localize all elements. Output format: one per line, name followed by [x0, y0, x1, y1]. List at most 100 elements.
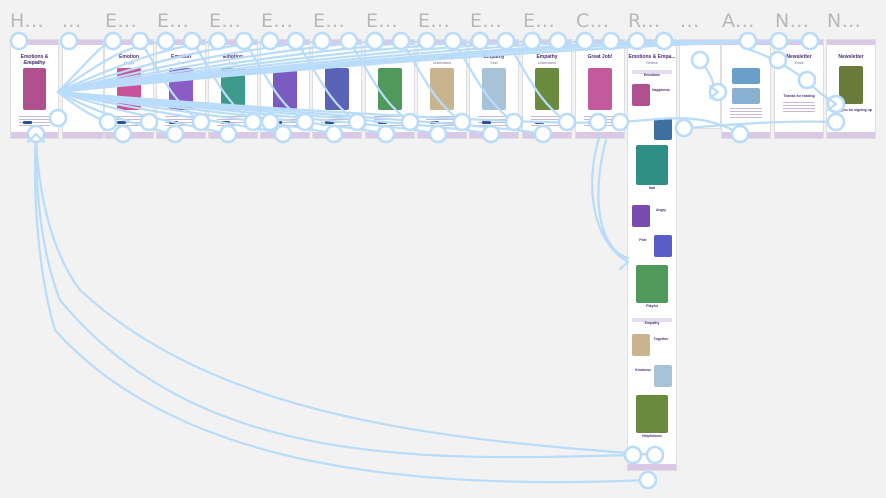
- connection-node[interactable]: [443, 31, 463, 51]
- connection-node[interactable]: [365, 31, 385, 51]
- frame-header-bar: [313, 40, 361, 45]
- connection-node[interactable]: [48, 108, 68, 128]
- connection-node[interactable]: [730, 124, 750, 144]
- connection-node[interactable]: [738, 31, 758, 51]
- connection-node[interactable]: [260, 31, 280, 51]
- frame-newsletter-subtitle: Email: [794, 61, 804, 65]
- connection-node[interactable]: [417, 31, 437, 51]
- connection-node[interactable]: [103, 31, 123, 51]
- connection-node[interactable]: [347, 112, 367, 132]
- frame-title-5[interactable]: E...: [209, 10, 242, 32]
- prototype-wire: [399, 39, 464, 124]
- connection-node[interactable]: [208, 31, 228, 51]
- connection-node[interactable]: [234, 31, 254, 51]
- connection-node[interactable]: [400, 112, 420, 132]
- frame-title-home[interactable]: H...: [10, 10, 45, 32]
- frame-newsletter-2[interactable]: Newsletter Thank you for signing up: [827, 40, 875, 138]
- next-button[interactable]: [325, 121, 334, 124]
- connection-node[interactable]: [156, 31, 176, 51]
- connection-node[interactable]: [481, 124, 501, 144]
- connection-node[interactable]: [623, 445, 643, 465]
- connection-node[interactable]: [273, 124, 293, 144]
- prototype-wire: [56, 39, 220, 94]
- connection-node[interactable]: [182, 31, 202, 51]
- frame-title-11[interactable]: E...: [523, 10, 556, 32]
- connection-node[interactable]: [769, 31, 789, 51]
- connection-node[interactable]: [588, 112, 608, 132]
- connection-node[interactable]: [610, 112, 630, 132]
- connection-node[interactable]: [601, 31, 621, 51]
- connection-node[interactable]: [627, 31, 647, 51]
- frame-title-newsletter2[interactable]: N...: [827, 10, 862, 32]
- prototype-wire: [34, 133, 635, 459]
- next-button[interactable]: [482, 121, 491, 124]
- illustration: [636, 395, 668, 433]
- frame-subtitle-text: Understand: [432, 61, 452, 65]
- connection-node[interactable]: [496, 31, 516, 51]
- connection-node[interactable]: [826, 112, 846, 132]
- connection-node[interactable]: [312, 31, 332, 51]
- connection-node[interactable]: [286, 31, 306, 51]
- connection-node[interactable]: [191, 112, 211, 132]
- frame-title-10[interactable]: E...: [470, 10, 503, 32]
- connection-node[interactable]: [797, 70, 817, 90]
- connection-node[interactable]: [295, 112, 315, 132]
- connection-node[interactable]: [674, 118, 694, 138]
- frame-title-congrats[interactable]: C...: [576, 10, 610, 32]
- connection-node[interactable]: [139, 112, 159, 132]
- text-block: [217, 116, 249, 126]
- connection-node[interactable]: [638, 470, 658, 490]
- prototype-wire: [56, 39, 168, 94]
- frame-title-8[interactable]: E...: [366, 10, 399, 32]
- connection-node[interactable]: [557, 112, 577, 132]
- prototype-wire: [682, 120, 838, 130]
- frame-title-text: Empathy: [483, 54, 505, 60]
- connection-node[interactable]: [522, 31, 542, 51]
- connection-node[interactable]: [690, 50, 710, 70]
- frame-title-7[interactable]: E...: [313, 10, 346, 32]
- connection-node[interactable]: [452, 112, 472, 132]
- connection-node[interactable]: [9, 31, 29, 51]
- connection-node[interactable]: [768, 50, 788, 70]
- connection-node[interactable]: [165, 124, 185, 144]
- next-button[interactable]: [117, 121, 126, 124]
- connection-node[interactable]: [243, 112, 263, 132]
- frame-congrats-title: Great Job!: [587, 54, 613, 60]
- connection-node[interactable]: [645, 445, 665, 465]
- connection-node[interactable]: [575, 31, 595, 51]
- frame-title-2[interactable]: ...: [62, 10, 82, 32]
- connection-node[interactable]: [548, 31, 568, 51]
- connection-node[interactable]: [376, 124, 396, 144]
- connection-node[interactable]: [59, 31, 79, 51]
- illustration: [732, 68, 760, 84]
- connection-node[interactable]: [504, 112, 524, 132]
- frame-title-6[interactable]: E...: [261, 10, 294, 32]
- frame-title-3[interactable]: E...: [105, 10, 138, 32]
- frame-title-4[interactable]: E...: [157, 10, 190, 32]
- connection-node[interactable]: [800, 31, 820, 51]
- connection-node[interactable]: [339, 31, 359, 51]
- next-button[interactable]: [23, 121, 32, 124]
- connection-node[interactable]: [218, 124, 238, 144]
- frame-title-14[interactable]: ...: [680, 10, 700, 32]
- frame-title-text: Empathy: [536, 54, 558, 60]
- section-divider: [632, 318, 672, 322]
- connection-node[interactable]: [98, 112, 118, 132]
- arrowhead-icon: [618, 253, 630, 271]
- connection-node[interactable]: [654, 31, 674, 51]
- frame-title-newsletter1[interactable]: N...: [775, 10, 810, 32]
- connection-node[interactable]: [324, 124, 344, 144]
- connection-node[interactable]: [260, 112, 280, 132]
- connection-node[interactable]: [470, 31, 490, 51]
- connection-node[interactable]: [113, 124, 133, 144]
- arrowhead-icon: [826, 96, 838, 112]
- connection-node[interactable]: [391, 31, 411, 51]
- connection-node[interactable]: [533, 124, 553, 144]
- connection-node[interactable]: [428, 124, 448, 144]
- frame-title-about[interactable]: A...: [722, 10, 755, 32]
- connection-node[interactable]: [130, 31, 150, 51]
- frame-title-review[interactable]: R...: [628, 10, 661, 32]
- frame-title-9[interactable]: E...: [418, 10, 451, 32]
- frame-review[interactable]: Emotions & Empa... Review Emotions Happi…: [628, 40, 676, 470]
